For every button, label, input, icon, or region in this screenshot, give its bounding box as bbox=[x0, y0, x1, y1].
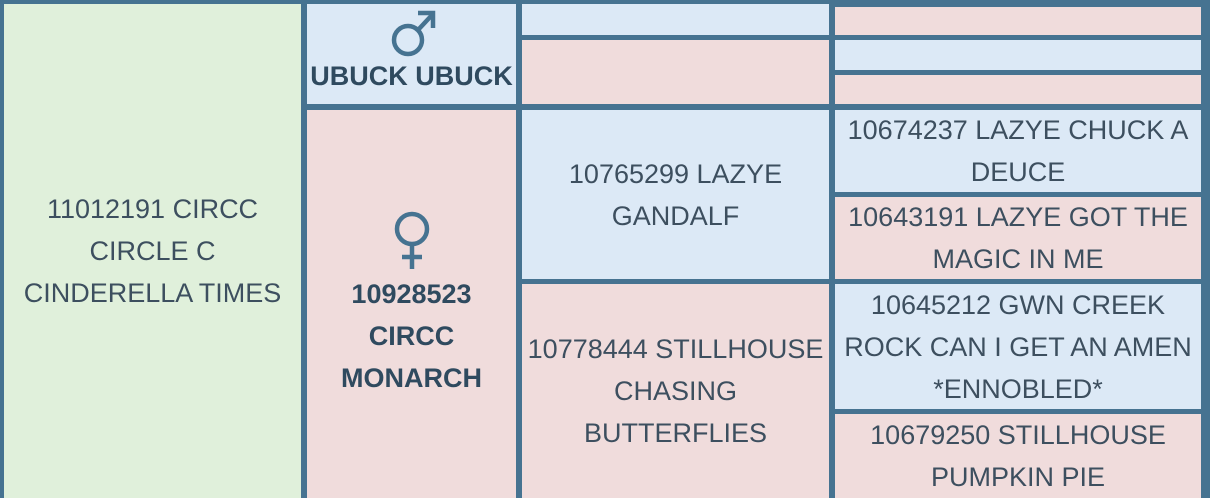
subject-name: 11012191 CIRCC CIRCLE C CINDERELLA TIMES bbox=[23, 194, 282, 308]
dam-sire-cell[interactable]: 10765299 LAZYE GANDALF bbox=[522, 110, 829, 279]
dam-sire-sire-cell[interactable]: 10674237 LAZYE CHUCK A DEUCE bbox=[835, 110, 1201, 192]
dam-dam-dam-name: 10679250 STILLHOUSE PUMPKIN PIE bbox=[870, 420, 1166, 492]
sire-cell[interactable]: UBUCK UBUCK bbox=[307, 4, 516, 104]
male-symbol-icon bbox=[391, 10, 435, 57]
sire-dam-sire-cell[interactable] bbox=[835, 40, 1201, 70]
dam-cell[interactable]: 10928523 CIRCC MONARCH bbox=[307, 110, 516, 498]
female-symbol-icon bbox=[394, 211, 429, 269]
dam-dam-name: 10778444 STILLHOUSE CHASING BUTTERFLIES bbox=[527, 334, 824, 448]
sire-dam-dam-cell[interactable] bbox=[835, 75, 1201, 104]
dam-dam-cell[interactable]: 10778444 STILLHOUSE CHASING BUTTERFLIES bbox=[522, 284, 829, 498]
dam-dam-sire-name: 10645212 GWN CREEK ROCK CAN I GET AN AME… bbox=[844, 289, 1192, 404]
dam-dam-sire-cell[interactable]: 10645212 GWN CREEK ROCK CAN I GET AN AME… bbox=[835, 284, 1201, 409]
dam-dam-dam-cell[interactable]: 10679250 STILLHOUSE PUMPKIN PIE bbox=[835, 414, 1201, 498]
subject-cell[interactable]: 11012191 CIRCC CIRCLE C CINDERELLA TIMES bbox=[4, 4, 301, 498]
dam-sire-sire-name: 10674237 LAZYE CHUCK A DEUCE bbox=[847, 115, 1189, 187]
sire-sire-sire-cell[interactable] bbox=[835, 7, 1201, 35]
dam-sire-dam-name: 10643191 LAZYE GOT THE MAGIC IN ME bbox=[848, 202, 1188, 274]
sire-name: UBUCK UBUCK bbox=[310, 61, 513, 91]
dam-sire-name: 10765299 LAZYE GANDALF bbox=[568, 158, 783, 231]
dam-sire-dam-cell[interactable]: 10643191 LAZYE GOT THE MAGIC IN ME bbox=[835, 197, 1201, 279]
sire-dam-cell[interactable] bbox=[522, 40, 829, 104]
sire-sire-cell[interactable] bbox=[522, 4, 829, 35]
dam-name: 10928523 CIRCC MONARCH bbox=[341, 279, 482, 393]
